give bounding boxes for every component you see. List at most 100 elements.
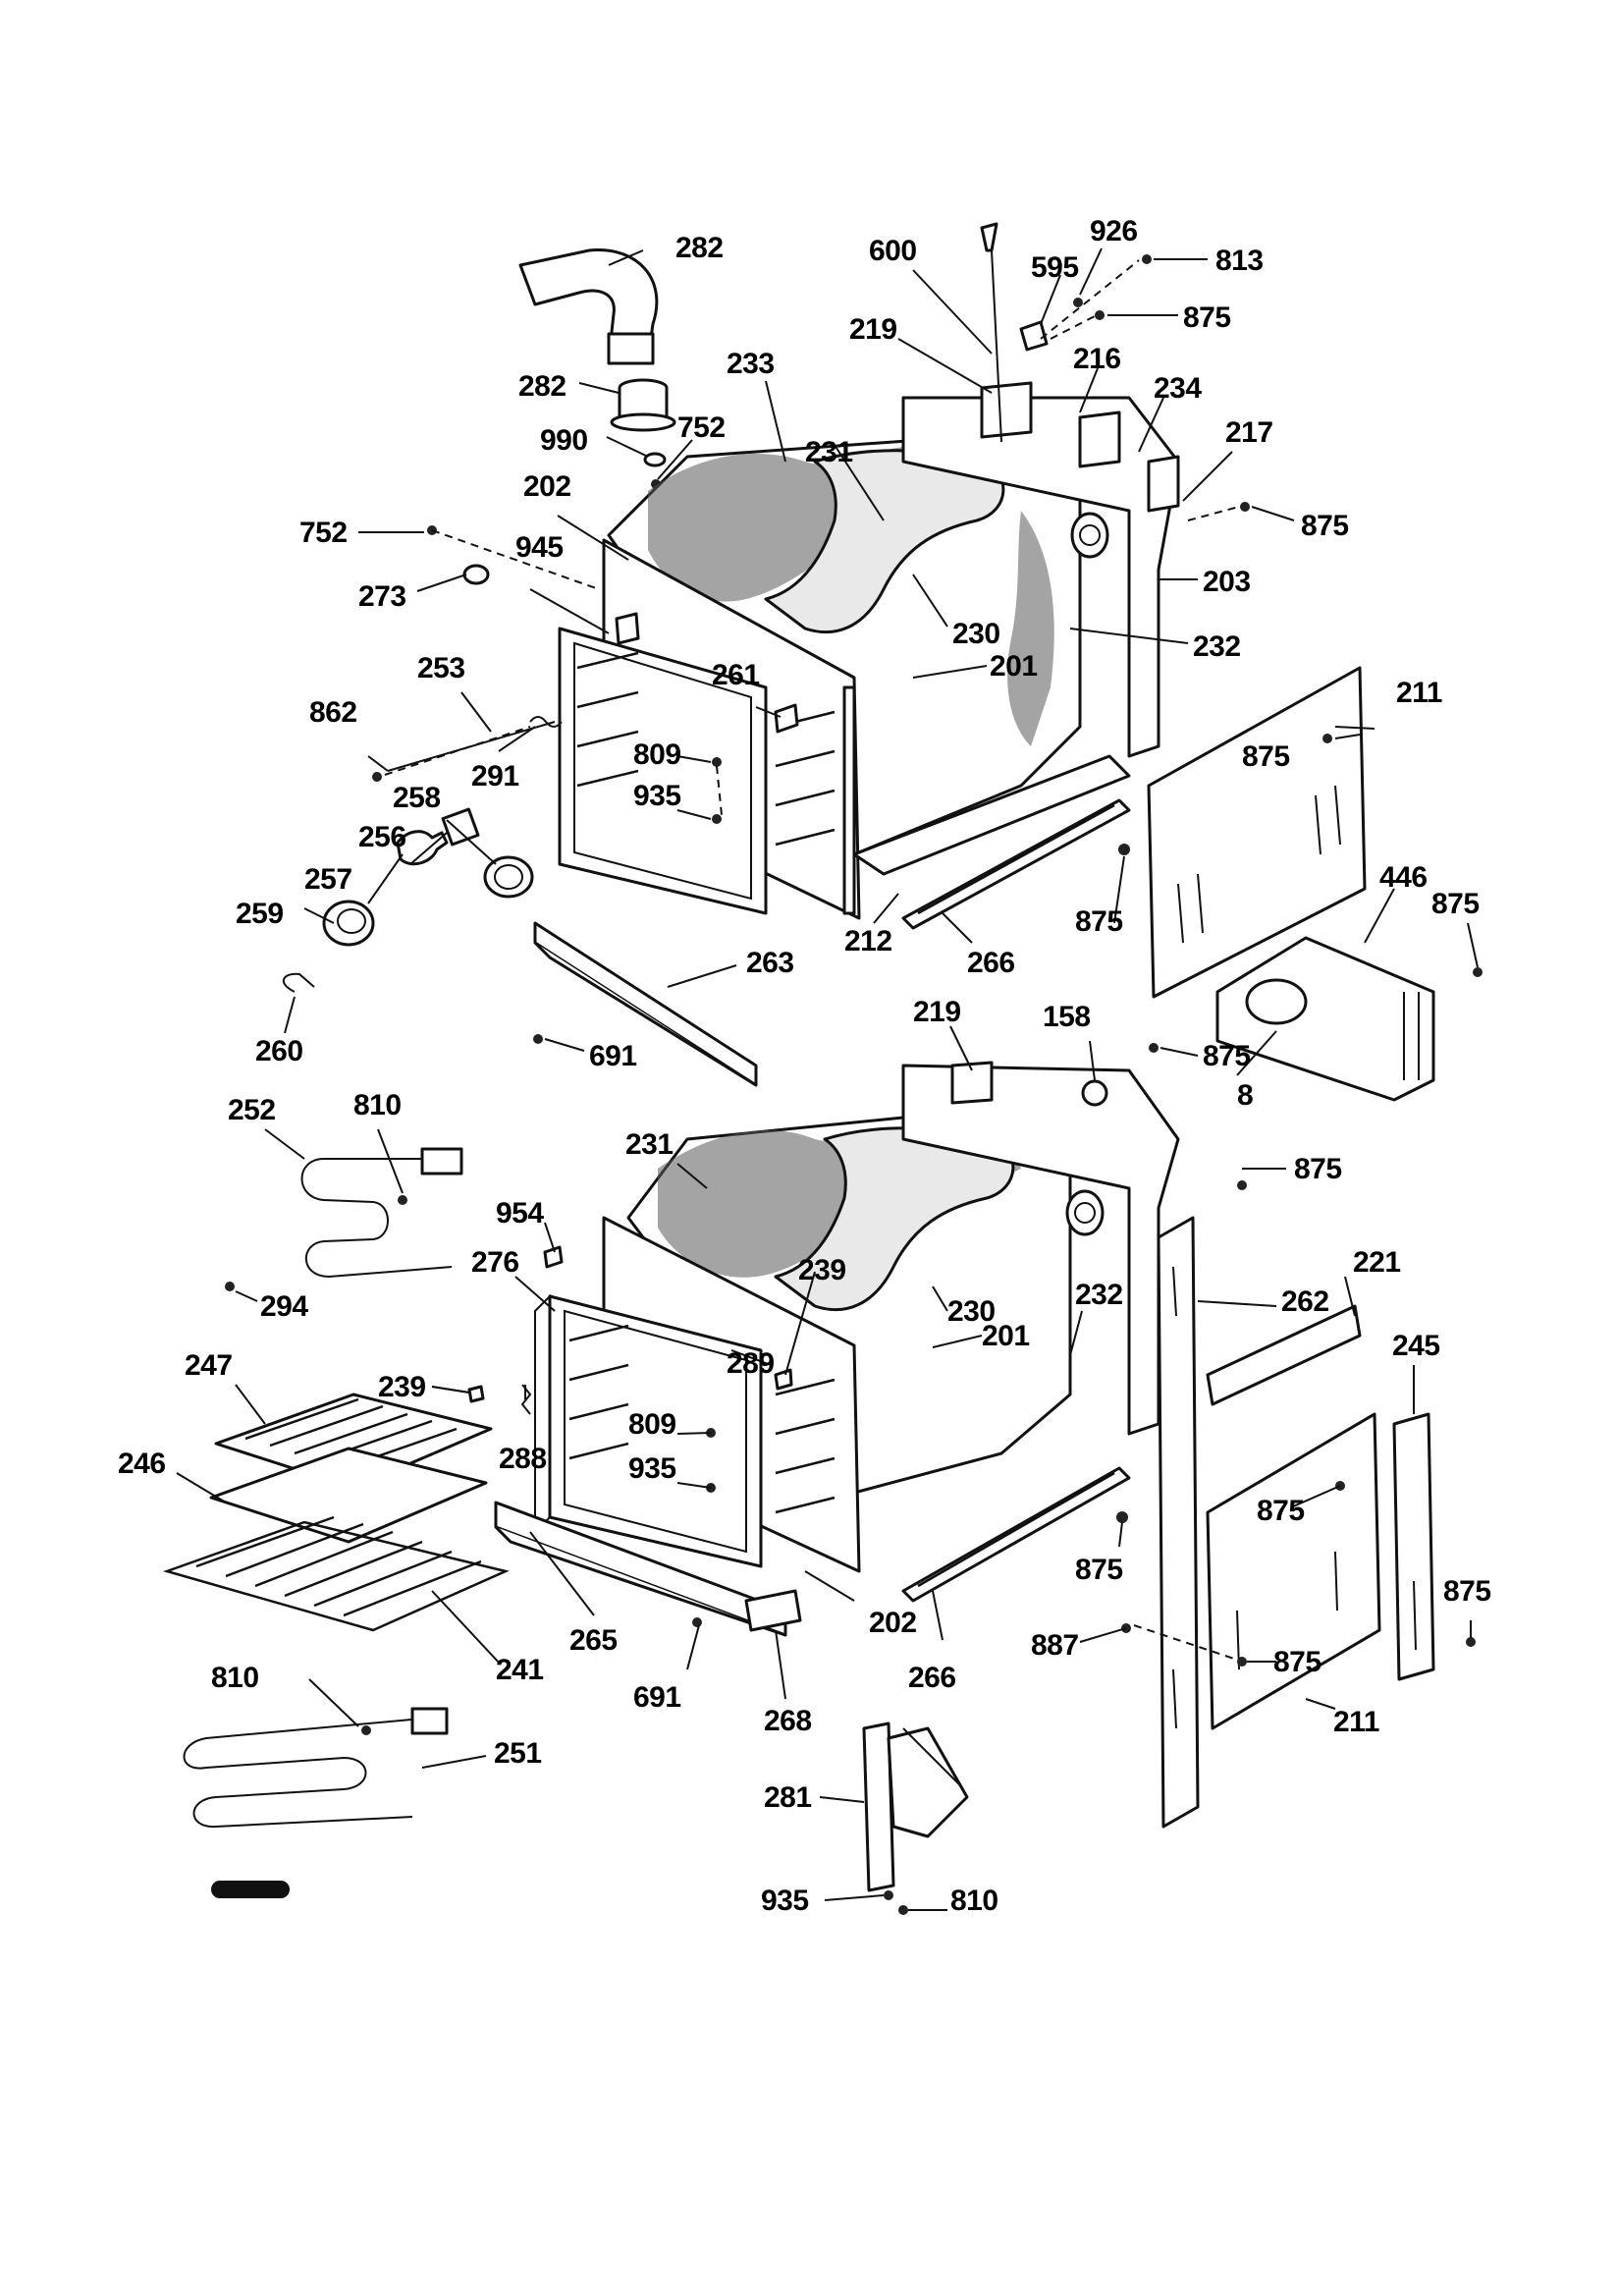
vent-box-upper — [980, 381, 1180, 513]
callout-202-b: 202 — [869, 1607, 917, 1639]
screw-icon — [1095, 310, 1105, 320]
callout-253: 253 — [417, 652, 465, 684]
callout-201-a: 201 — [990, 650, 1038, 683]
callout-247: 247 — [185, 1349, 233, 1382]
callout-282-duct: 282 — [675, 232, 724, 264]
callout-600: 600 — [869, 235, 917, 267]
light-socket — [615, 612, 640, 645]
callout-263: 263 — [746, 947, 794, 979]
callout-245: 245 — [1392, 1330, 1440, 1362]
broiler-pan — [209, 1447, 488, 1544]
callout-291: 291 — [471, 760, 519, 793]
callout-691-a: 691 — [589, 1040, 637, 1072]
callout-810-c: 810 — [950, 1885, 998, 1917]
callout-935-b: 935 — [628, 1452, 676, 1485]
latch-rod — [387, 721, 556, 772]
lamp-receptacle — [483, 855, 534, 899]
callout-217: 217 — [1225, 416, 1273, 449]
callout-875-d: 875 — [1242, 740, 1290, 773]
callout-935-c: 935 — [761, 1885, 809, 1917]
callout-219-a: 219 — [849, 313, 897, 346]
callout-276: 276 — [471, 1246, 519, 1279]
callout-239-a: 239 — [798, 1254, 846, 1286]
side-panel-upper — [1147, 666, 1367, 999]
callout-257: 257 — [304, 863, 352, 896]
sensor — [980, 222, 1002, 443]
callout-294: 294 — [260, 1290, 308, 1323]
callout-752-b: 752 — [299, 517, 348, 549]
rear-panel — [901, 396, 1180, 758]
side-rail — [1157, 1216, 1200, 1829]
callout-875-c: 875 — [1075, 905, 1123, 938]
trim-end — [744, 1589, 802, 1632]
callout-875-k: 875 — [1273, 1646, 1321, 1678]
oven-cavity-lower — [626, 1103, 1072, 1495]
clip — [467, 1245, 793, 1403]
callout-232-b: 232 — [1075, 1279, 1123, 1311]
callout-234: 234 — [1154, 372, 1202, 405]
callout-219-b: 219 — [913, 996, 961, 1028]
leader-lines — [176, 247, 1479, 1911]
callout-691-b: 691 — [633, 1681, 681, 1714]
callout-259: 259 — [236, 898, 284, 930]
callout-251: 251 — [494, 1737, 542, 1770]
callout-239-b: 239 — [378, 1371, 426, 1403]
screw-icon — [1073, 298, 1083, 307]
callout-926: 926 — [1090, 215, 1138, 247]
lamp-base — [441, 807, 480, 847]
oven-rack — [162, 1515, 510, 1632]
callout-446: 446 — [1379, 861, 1428, 894]
callout-158: 158 — [1043, 1001, 1091, 1033]
callout-990: 990 — [540, 424, 588, 457]
callout-289: 289 — [727, 1347, 775, 1380]
gasket — [462, 564, 490, 585]
callout-809-b: 809 — [628, 1408, 676, 1441]
screw-icon — [712, 757, 722, 767]
hinge-receiver — [1392, 1412, 1435, 1681]
rail-upper — [901, 798, 1131, 930]
callout-875-h: 875 — [1257, 1495, 1305, 1527]
screw-icon — [1118, 844, 1130, 855]
callout-260: 260 — [255, 1035, 303, 1067]
vent-box-lower — [901, 1061, 1180, 1436]
callout-261: 261 — [712, 659, 760, 691]
callout-862: 862 — [309, 696, 357, 729]
screw-icon — [372, 772, 382, 782]
callout-954: 954 — [496, 1197, 544, 1230]
callout-875-j: 875 — [1443, 1575, 1491, 1608]
callout-230-b: 230 — [947, 1295, 996, 1328]
callout-212: 212 — [844, 925, 892, 957]
screw-icon — [1322, 734, 1332, 743]
screw-icon — [1149, 1043, 1159, 1053]
callout-809-a: 809 — [633, 738, 681, 771]
callout-288: 288 — [499, 1443, 547, 1475]
callout-262: 262 — [1281, 1285, 1329, 1318]
front-frame-lower — [548, 1216, 861, 1573]
door-hinge — [862, 1722, 969, 1892]
callout-752-a: 752 — [677, 411, 726, 444]
thermostat — [1081, 1079, 1108, 1107]
callout-201-b: 201 — [982, 1320, 1030, 1352]
latch-spring — [529, 716, 563, 728]
callout-273: 273 — [358, 580, 406, 613]
ink-mark — [211, 1881, 290, 1898]
callout-241: 241 — [496, 1654, 544, 1686]
callout-595: 595 — [1031, 251, 1079, 284]
callout-256: 256 — [358, 821, 406, 853]
callout-935-a: 935 — [633, 780, 681, 812]
screw-icon — [1142, 254, 1152, 264]
screw-icon — [1237, 1180, 1247, 1190]
side-panel-lower — [1206, 1412, 1381, 1730]
callout-875-a: 875 — [1183, 301, 1231, 334]
vent-duct — [518, 248, 659, 365]
callout-230-a: 230 — [952, 618, 1000, 650]
callout-203: 203 — [1203, 566, 1251, 598]
callout-875-g: 875 — [1294, 1153, 1342, 1185]
callout-232-a: 232 — [1193, 630, 1241, 663]
callout-813: 813 — [1215, 245, 1264, 277]
screw-icon — [1466, 1637, 1476, 1647]
lamp-cover — [322, 900, 375, 947]
screw-icon — [1240, 502, 1250, 512]
